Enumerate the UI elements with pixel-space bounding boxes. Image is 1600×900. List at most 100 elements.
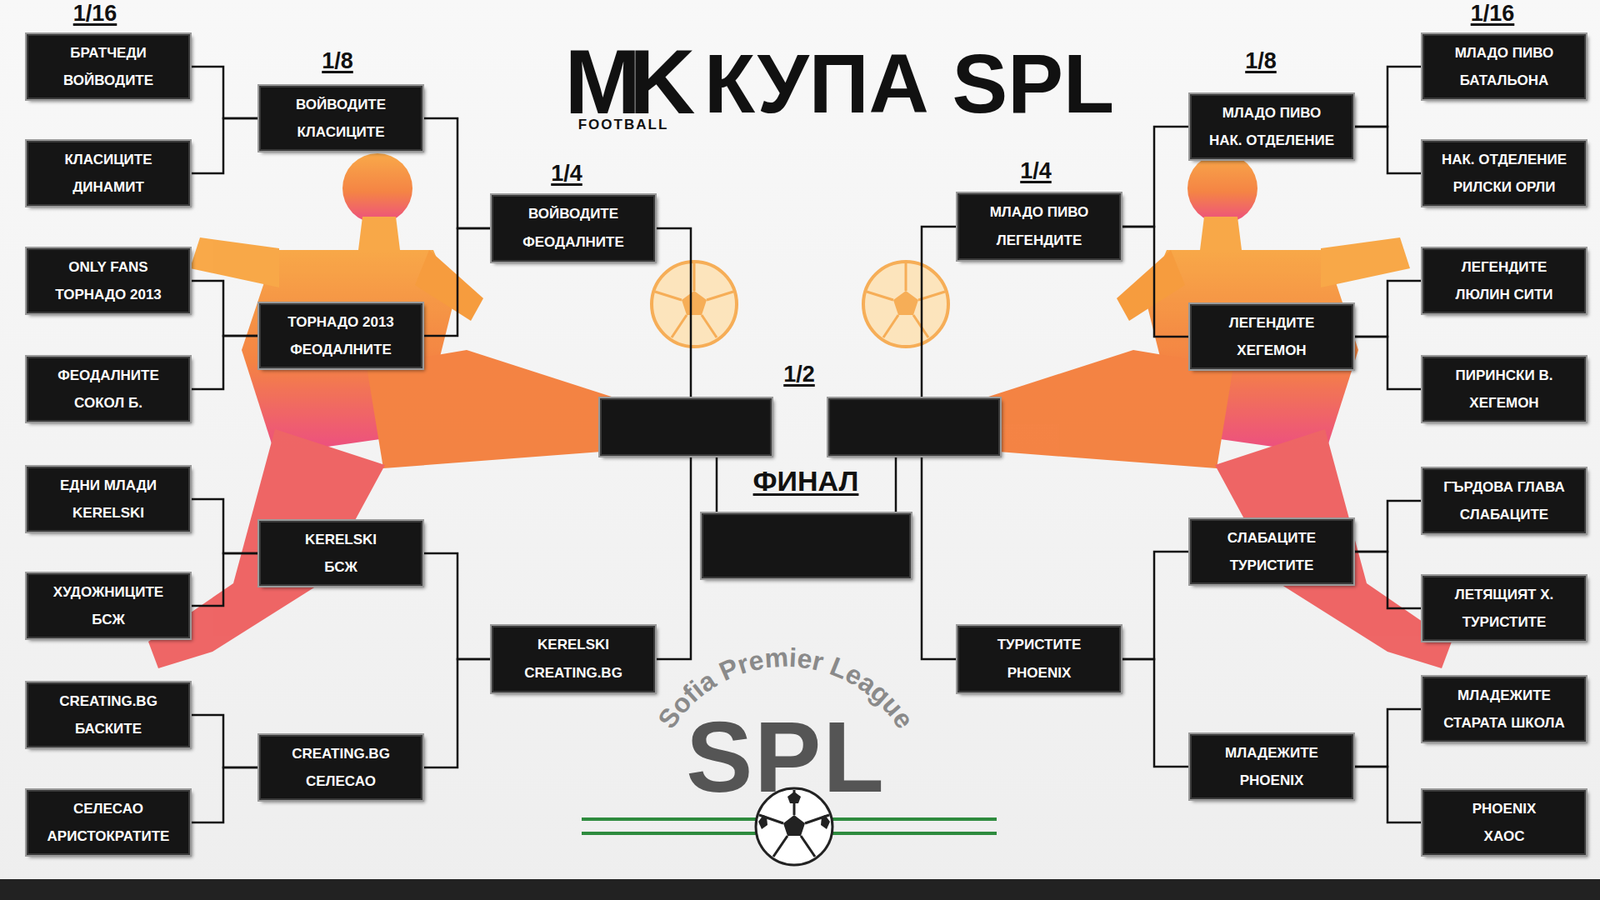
match-box: PHOENIX ХАОС bbox=[1422, 790, 1586, 855]
team-name: СЕЛЕСАО bbox=[305, 773, 376, 790]
match-box: СЕЛЕСАО АРИСТОКРАТИТЕ bbox=[26, 790, 190, 855]
team-name: АРИСТОКРАТИТЕ bbox=[47, 828, 170, 845]
match-box: ЕДНИ МЛАДИKERELSKI bbox=[26, 466, 190, 532]
footer-bar bbox=[0, 879, 1600, 900]
match-box: МЛАДЕЖИТЕ PHOENIX bbox=[1190, 734, 1354, 800]
match-box: ХУДОЖНИЦИТЕ БСЖ bbox=[26, 573, 190, 639]
team-name: ТОРНАДО 2013 bbox=[55, 286, 162, 304]
bracket-line bbox=[190, 499, 260, 554]
team-name: ВОЙВОДИТЕ bbox=[295, 96, 386, 114]
round-label: 1/4 bbox=[1020, 160, 1052, 183]
team-name: БРАТЧЕДИ bbox=[70, 45, 147, 62]
team-name: КЛАСИЦИТЕ bbox=[296, 124, 385, 141]
match-box: ONLY FANSТОРНАДО 2013 bbox=[26, 248, 190, 314]
match-box: ЛЕТЯЩИЯТ Х.ТУРИСТИТЕ bbox=[1422, 575, 1586, 641]
match-box: МЛАДЕЖИТЕ СТАРАТА ШКОЛА bbox=[1422, 676, 1586, 742]
team-name: PHOENIX bbox=[1007, 665, 1072, 682]
logo-subtitle: FOOTBALL bbox=[578, 117, 670, 132]
team-name: МЛАДО ПИВО bbox=[990, 204, 1090, 221]
match-box: ПИРИНСКИ В.ХЕГЕМОН bbox=[1422, 356, 1586, 422]
team-name: ТУРИСТИТЕ bbox=[1230, 557, 1315, 575]
bracket-line bbox=[1353, 280, 1423, 337]
bracket-line bbox=[422, 228, 492, 336]
team-name: ГЪРДОВА ГЛАВА bbox=[1443, 479, 1565, 496]
bracket-line bbox=[190, 553, 260, 606]
team-name: KERELSKI bbox=[305, 531, 377, 549]
logo-mark: MK bbox=[564, 35, 684, 128]
team-name: СЛАБАЦИТЕ bbox=[1460, 506, 1549, 524]
bracket-line bbox=[422, 553, 492, 660]
team-name: ПИРИНСКИ В. bbox=[1455, 367, 1554, 385]
bracket-line bbox=[921, 226, 958, 399]
team-name: CREATING.BG bbox=[524, 665, 623, 682]
round-label: 1/2 bbox=[783, 363, 815, 386]
team-name: KERELSKI bbox=[537, 636, 610, 654]
bracket-line bbox=[190, 335, 260, 390]
team-name: ЛЕГЕНДИТЕ bbox=[996, 232, 1083, 250]
final-box bbox=[701, 513, 911, 579]
bracket-line bbox=[190, 280, 260, 336]
team-name: МЛАДЕЖИТЕ bbox=[1457, 687, 1551, 705]
team-name: БАСКИТЕ bbox=[75, 720, 142, 738]
bracket-line bbox=[1120, 226, 1190, 337]
bracket-line bbox=[1353, 709, 1423, 767]
team-name: PHOENIX bbox=[1240, 772, 1305, 790]
match-box: ТУРИСТИТЕ PHOENIX bbox=[957, 625, 1121, 693]
semifinal-box bbox=[600, 398, 772, 456]
page-title: КУПА SPL bbox=[704, 41, 1115, 125]
bracket-line bbox=[422, 118, 492, 229]
match-box: МЛАДО ПИВО ЛЕГЕНДИТЕ bbox=[957, 193, 1121, 260]
round-label: 1/8 bbox=[321, 50, 354, 73]
team-name: CREATING.BG bbox=[291, 745, 390, 763]
match-box: ЛЕГЕНДИТЕХЕГЕМОН bbox=[1190, 304, 1354, 370]
match-box: ЛЕГЕНДИТЕЛЮЛИН СИТИ bbox=[1422, 248, 1586, 314]
team-name: ДИНАМИТ bbox=[72, 179, 145, 196]
team-name: ФЕОДАЛНИТЕ bbox=[57, 367, 160, 385]
round-label: 1/4 bbox=[550, 162, 583, 185]
match-box: ВОЙВОДИТЕ КЛАСИЦИТЕ bbox=[259, 85, 423, 151]
match-box: ФЕОДАЛНИТЕ СОКОЛ Б. bbox=[26, 356, 190, 422]
bracket-line bbox=[1353, 336, 1423, 390]
match-box: НАК. ОТДЕЛЕНИЕРИЛСКИ ОРЛИ bbox=[1422, 140, 1586, 206]
round-label: 1/8 bbox=[1245, 50, 1277, 73]
match-box: CREATING.BG БАСКИТЕ bbox=[26, 682, 190, 748]
team-name: ТУРИСТИТЕ bbox=[997, 636, 1082, 654]
bracket-line bbox=[1120, 551, 1190, 660]
team-name: МЛАДЕЖИТЕ bbox=[1225, 745, 1319, 762]
team-name: НАК. ОТДЕЛЕНИЕ bbox=[1441, 151, 1567, 169]
team-name: ЛЮЛИН СИТИ bbox=[1455, 286, 1553, 304]
team-name: ВОЙВОДИТЕ bbox=[63, 72, 154, 90]
team-name: СТАРАТА ШКОЛА bbox=[1443, 715, 1565, 732]
team-name: ТОРНАДО 2013 bbox=[287, 314, 395, 331]
match-box: БРАТЧЕДИ ВОЙВОДИТЕ bbox=[26, 34, 190, 100]
team-name: НАК. ОТДЕЛЕНИЕ bbox=[1209, 132, 1335, 150]
team-name: БСЖ bbox=[91, 611, 125, 629]
bracket-line bbox=[422, 659, 492, 768]
team-name: МЛАДО ПИВО bbox=[1455, 45, 1555, 62]
team-name: CREATING.BG bbox=[59, 693, 158, 710]
match-box: МЛАДО ПИВОНАК. ОТДЕЛЕНИЕ bbox=[1190, 94, 1354, 160]
team-name: СОКОЛ Б. bbox=[74, 395, 143, 412]
match-box: МЛАДО ПИВОБАТАЛЬОНА bbox=[1422, 34, 1586, 100]
match-box: ВОЙВОДИТЕ ФЕОДАЛНИТЕ bbox=[491, 195, 655, 262]
match-box: КЛАСИЦИТЕДИНАМИТ bbox=[26, 140, 190, 206]
team-name: ВОЙВОДИТЕ bbox=[528, 205, 619, 223]
bracket-line bbox=[895, 455, 898, 515]
team-name: ЛЕТЯЩИЯТ Х. bbox=[1455, 586, 1555, 604]
team-name: ХЕГЕМОН bbox=[1236, 342, 1306, 360]
team-name: ХАОС bbox=[1484, 828, 1525, 845]
team-name: ФЕОДАЛНИТЕ bbox=[290, 341, 392, 359]
bracket-line bbox=[921, 455, 958, 660]
team-name: ФЕОДАЛНИТЕ bbox=[522, 234, 625, 251]
bracket-line bbox=[1120, 659, 1190, 767]
team-name: KERELSKI bbox=[72, 505, 145, 522]
team-name: ХУДОЖНИЦИТЕ bbox=[53, 584, 164, 601]
match-box: ТОРНАДО 2013ФЕОДАЛНИТЕ bbox=[259, 303, 423, 369]
team-name: БСЖ bbox=[324, 559, 358, 576]
round-label: 1/16 bbox=[73, 2, 118, 25]
bracket-line bbox=[655, 455, 691, 660]
team-name: PHOENIX bbox=[1472, 800, 1537, 818]
bracket-line bbox=[1353, 551, 1423, 609]
team-name: СЕЛЕСАО bbox=[73, 800, 144, 818]
bracket-line bbox=[190, 118, 260, 174]
